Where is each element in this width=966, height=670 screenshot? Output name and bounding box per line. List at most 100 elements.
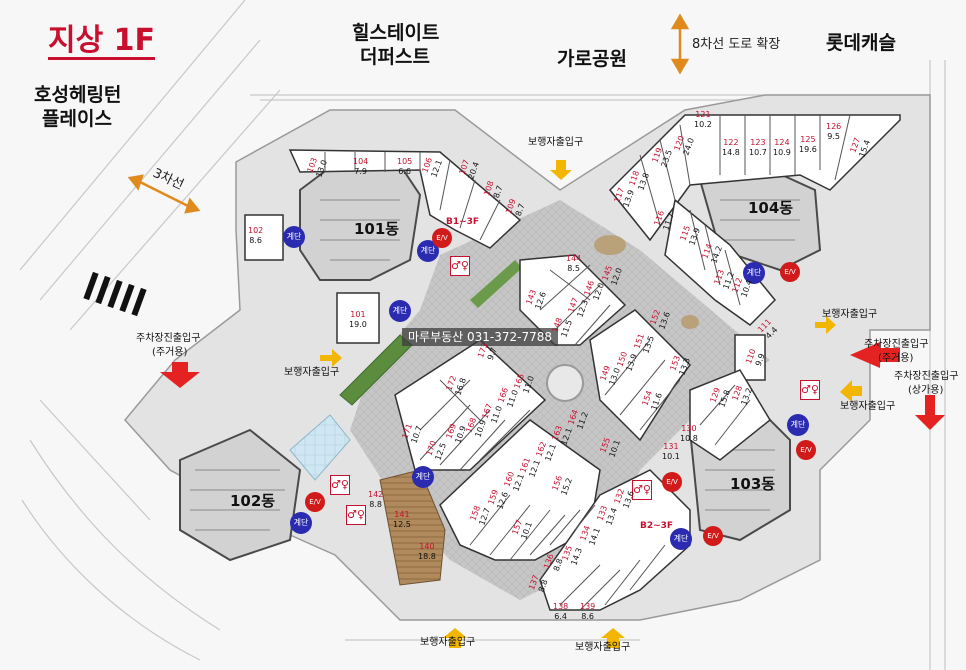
parking-entrance-commercial: 주차장진출입구 bbox=[894, 371, 959, 382]
unit-area: 19.6 bbox=[799, 145, 817, 154]
restroom-icon: ♂♀ bbox=[632, 480, 652, 500]
elevator-icon: E/V bbox=[432, 228, 452, 248]
hoseong-label-2: 플레이스 bbox=[42, 108, 112, 130]
stairs-icon: 계단 bbox=[290, 512, 312, 534]
unit-area: 12.5 bbox=[393, 520, 411, 529]
unit-area: 10.9 bbox=[773, 148, 791, 157]
stairs-icon: 계단 bbox=[787, 414, 809, 436]
park-label: 가로공원 bbox=[557, 48, 627, 70]
unit-area: 6.6 bbox=[398, 167, 411, 176]
unit-number: 122 bbox=[723, 138, 739, 147]
unit-area: 7.9 bbox=[354, 167, 367, 176]
unit-number: 124 bbox=[774, 138, 790, 147]
lotte-label: 롯데캐슬 bbox=[826, 32, 896, 54]
restroom-icon: ♂♀ bbox=[450, 256, 470, 276]
pedestrian-entrance: 보행자출입구 bbox=[420, 637, 476, 648]
pedestrian-entrance: 보행자출입구 bbox=[575, 642, 631, 653]
elevator-range-label: B1~3F bbox=[446, 217, 480, 227]
hoseong-label: 호성헤링턴 bbox=[34, 84, 122, 106]
unit-area: 10.8 bbox=[680, 434, 698, 443]
pedestrian-entrance: 보행자출입구 bbox=[840, 401, 896, 412]
unit-number: 142 bbox=[368, 490, 384, 499]
unit-area: 10.7 bbox=[749, 148, 767, 157]
unit-area: 10.1 bbox=[662, 452, 680, 461]
parking-entrance-left-sub: (주거용) bbox=[152, 347, 188, 358]
hillstate-label: 힐스테이트 bbox=[352, 22, 440, 44]
dong-101: 101동 bbox=[354, 220, 400, 238]
unit-area: 8.5 bbox=[567, 264, 580, 273]
unit-area: 8.8 bbox=[369, 500, 382, 509]
unit-number: 144 bbox=[566, 254, 582, 263]
unit-number: 141 bbox=[394, 510, 410, 519]
dong-104: 104동 bbox=[748, 199, 794, 217]
parking-entrance-left: 주차장진출입구 bbox=[136, 333, 201, 344]
unit-area: 19.0 bbox=[349, 320, 367, 329]
unit-area: 6.4 bbox=[554, 612, 567, 621]
parking-entrance-commercial-sub: (상가용) bbox=[908, 385, 944, 396]
elevator-icon: E/V bbox=[780, 262, 800, 282]
unit-area: 18.8 bbox=[418, 552, 436, 561]
hillstate-label-2: 더퍼스트 bbox=[360, 46, 430, 68]
unit-area: 8.6 bbox=[581, 612, 594, 621]
unit-area: 14.8 bbox=[722, 148, 740, 157]
unit-number: 130 bbox=[681, 424, 697, 433]
unit-number: 121 bbox=[695, 110, 711, 119]
restroom-icon: ♂♀ bbox=[330, 475, 350, 495]
unit-number: 102 bbox=[248, 226, 264, 235]
stairs-icon: 계단 bbox=[283, 226, 305, 248]
unit-number: 125 bbox=[800, 135, 816, 144]
elevator-icon: E/V bbox=[305, 492, 325, 512]
pedestrian-entrance: 보행자출입구 bbox=[528, 137, 584, 148]
dong-102: 102동 bbox=[230, 492, 276, 510]
stairs-icon: 계단 bbox=[743, 262, 765, 284]
stairs-icon: 계단 bbox=[417, 240, 439, 262]
unit-number: 101 bbox=[350, 310, 366, 319]
road-8-label: 8차선 도로 확장 bbox=[692, 37, 781, 52]
unit-number: 104 bbox=[353, 157, 369, 166]
unit-area: 8.6 bbox=[249, 236, 262, 245]
unit-area: 9.5 bbox=[827, 132, 840, 141]
elevator-icon: E/V bbox=[662, 472, 682, 492]
stairs-icon: 계단 bbox=[389, 300, 411, 322]
unit-number: 138 bbox=[553, 602, 569, 611]
unit-number: 126 bbox=[826, 122, 842, 131]
stairs-icon: 계단 bbox=[412, 466, 434, 488]
unit-number: 123 bbox=[750, 138, 766, 147]
elevator-range-label: B2~3F bbox=[640, 521, 674, 531]
floor-title: 지상 1F bbox=[48, 23, 156, 60]
elevator-icon: E/V bbox=[703, 526, 723, 546]
unit-number: 140 bbox=[419, 542, 435, 551]
pedestrian-entrance: 보행자출입구 bbox=[822, 309, 878, 320]
restroom-icon: ♂♀ bbox=[800, 380, 820, 400]
unit-number: 105 bbox=[397, 157, 413, 166]
parking-entrance-right-sub: (주거용) bbox=[878, 353, 914, 364]
parking-entrance-right: 주차장진출입구 bbox=[864, 339, 929, 350]
restroom-icon: ♂♀ bbox=[346, 505, 366, 525]
pedestrian-entrance: 보행자출입구 bbox=[284, 367, 340, 378]
unit-area: 10.2 bbox=[694, 120, 712, 129]
unit-number: 131 bbox=[663, 442, 679, 451]
watermark: 마루부동산 031-372-7788 bbox=[402, 328, 559, 346]
dong-103: 103동 bbox=[730, 475, 776, 493]
unit-number: 139 bbox=[580, 602, 596, 611]
